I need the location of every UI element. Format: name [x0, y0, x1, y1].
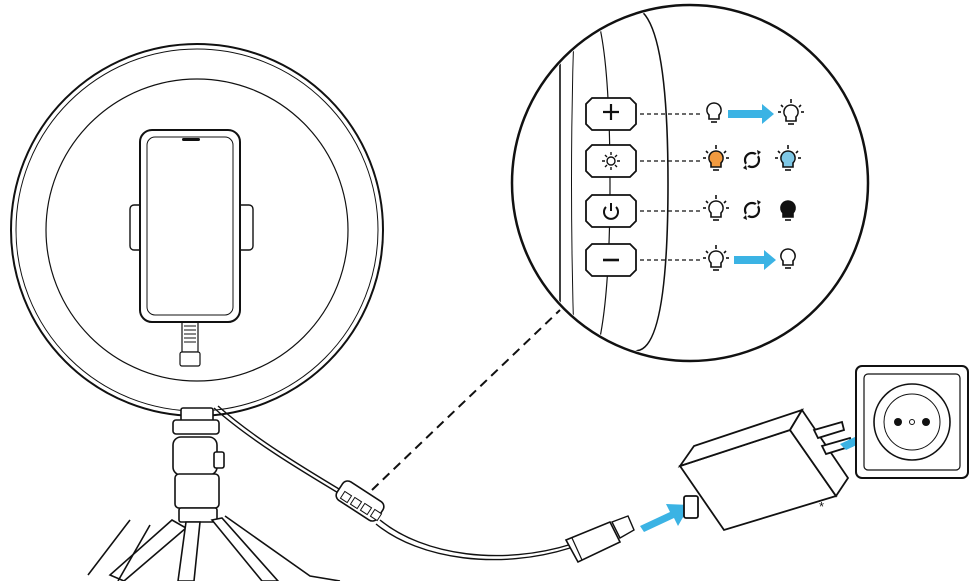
arrow-icon: [728, 104, 774, 124]
wall-socket: [855, 365, 969, 479]
sun-icon: [602, 152, 620, 170]
power-icon: [603, 203, 619, 220]
color-mode-row: [585, 144, 802, 178]
arrow-icon: [734, 250, 776, 270]
smartphone: [139, 129, 241, 323]
bulb-warm-icon: [702, 144, 730, 171]
brightness-up-row: [585, 97, 805, 131]
bulb-icon: [706, 102, 722, 123]
power-row: [585, 194, 796, 228]
brightness-down-row: [585, 243, 796, 277]
usb-cable: [213, 405, 573, 561]
inline-controller: [335, 480, 385, 522]
usb-plug: [564, 515, 635, 564]
bulb-off-icon: [780, 200, 796, 221]
plus-icon: [603, 104, 619, 120]
zoom-callout: [510, 3, 870, 363]
bulb-icon: [780, 248, 796, 269]
callout-line: [371, 309, 561, 491]
footnote-marker: *: [819, 499, 824, 514]
control-rows: [585, 97, 805, 277]
plug-arrow: [640, 504, 690, 532]
power-adapter: [677, 408, 854, 532]
bulb-cool-icon: [774, 144, 802, 171]
tripod: [87, 407, 341, 581]
